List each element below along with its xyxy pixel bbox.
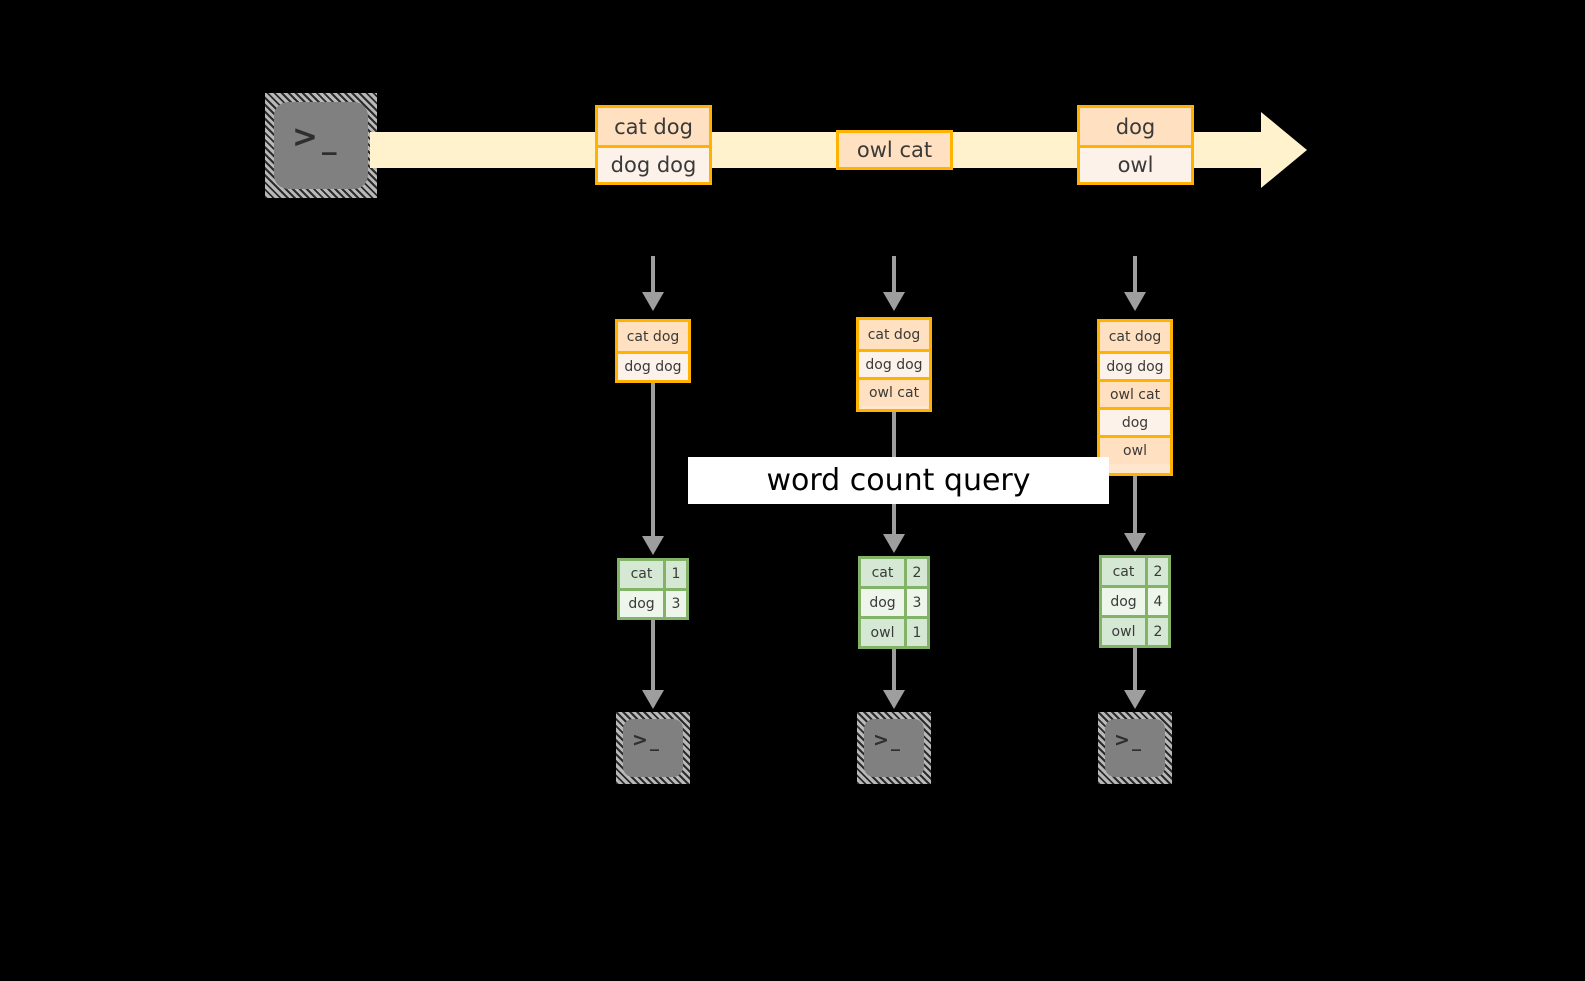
snapshot-2-row-1-count: 2 bbox=[907, 559, 927, 586]
snapshot-2-inflow-arrowhead bbox=[883, 292, 905, 311]
snapshot-1-inflow-arrowhead bbox=[642, 292, 664, 311]
terminal-prompt-cursor: _ bbox=[891, 731, 901, 752]
snapshot-1-sink-arrowhead bbox=[642, 690, 664, 709]
snapshot-1-buffer-line-2: dog dog bbox=[618, 351, 688, 380]
terminal-prompt-chevron: > bbox=[292, 119, 319, 155]
snapshot-3-count-table: cat 2 dog 4 owl 2 bbox=[1099, 555, 1171, 648]
snapshot-1-row-2-word: dog bbox=[620, 590, 666, 617]
source-terminal-icon: > _ bbox=[265, 93, 377, 198]
snapshot-3-row-1-word: cat bbox=[1102, 558, 1148, 585]
terminal-prompt-chevron: > bbox=[1114, 729, 1131, 751]
snapshot-2-row-2-count: 3 bbox=[907, 589, 927, 616]
snapshot-1-row-2-count: 3 bbox=[666, 590, 686, 617]
snapshot-3-query-line bbox=[1133, 476, 1137, 535]
terminal-screen: > _ bbox=[1105, 719, 1165, 777]
snapshot-3-query-arrowhead bbox=[1124, 533, 1146, 552]
terminal-prompt-cursor: _ bbox=[650, 731, 660, 752]
terminal-prompt-chevron: > bbox=[632, 729, 649, 751]
snapshot-2-buffer-line-2: dog dog bbox=[859, 349, 929, 377]
snapshot-1-sink-line bbox=[651, 620, 655, 692]
table-row: cat 2 bbox=[1102, 558, 1168, 585]
snapshot-3-inflow-dashed-line bbox=[1133, 256, 1137, 294]
snapshot-3-row-2-word: dog bbox=[1102, 588, 1148, 615]
stream-event-3: dog owl bbox=[1077, 105, 1194, 185]
snapshot-2-inflow-dashed-line bbox=[892, 256, 896, 294]
snapshot-3-row-1-count: 2 bbox=[1148, 558, 1168, 585]
snapshot-2-sink-arrowhead bbox=[883, 690, 905, 709]
snapshot-3-row-3-word: owl bbox=[1102, 618, 1148, 645]
stream-event-3-line-1: dog bbox=[1080, 108, 1191, 145]
terminal-prompt-cursor: _ bbox=[322, 121, 338, 155]
table-row: cat 2 bbox=[861, 559, 927, 586]
stream-event-1-line-1: cat dog bbox=[598, 108, 709, 145]
snapshot-1-buffer-line-1: cat dog bbox=[618, 322, 688, 351]
snapshot-3-row-3-count: 2 bbox=[1148, 618, 1168, 645]
snapshot-2-row-2-word: dog bbox=[861, 589, 907, 616]
snapshot-3-row-2-count: 4 bbox=[1148, 588, 1168, 615]
snapshot-3-sink-line bbox=[1133, 648, 1137, 692]
snapshot-1-query-line bbox=[651, 383, 655, 538]
event-stream-arrow-head bbox=[1261, 112, 1307, 188]
stream-event-3-line-2: owl bbox=[1080, 145, 1191, 182]
snapshot-3-buffer-line-2: dog dog bbox=[1100, 351, 1170, 379]
snapshot-2-count-table: cat 2 dog 3 owl 1 bbox=[858, 556, 930, 649]
table-row: owl 1 bbox=[861, 616, 927, 646]
terminal-screen: > _ bbox=[864, 719, 924, 777]
snapshot-1-row-1-word: cat bbox=[620, 561, 666, 588]
stream-event-1-line-2: dog dog bbox=[598, 145, 709, 182]
snapshot-3-sink-terminal-icon: > _ bbox=[1098, 712, 1172, 784]
snapshot-2-sink-line bbox=[892, 649, 896, 692]
terminal-screen: > _ bbox=[274, 102, 368, 189]
snapshot-1-sink-terminal-icon: > _ bbox=[616, 712, 690, 784]
snapshot-2-query-arrowhead bbox=[883, 534, 905, 553]
snapshot-2-buffer-line-3: owl cat bbox=[859, 377, 929, 406]
snapshot-1-count-table: cat 1 dog 3 bbox=[617, 558, 689, 620]
snapshot-3-inflow-arrowhead bbox=[1124, 292, 1146, 311]
snapshot-2-buffer: cat dog dog dog owl cat bbox=[856, 317, 932, 412]
snapshot-3-buffer-line-5: owl bbox=[1100, 435, 1170, 464]
snapshot-2-row-1-word: cat bbox=[861, 559, 907, 586]
snapshot-3-sink-arrowhead bbox=[1124, 690, 1146, 709]
terminal-screen: > _ bbox=[623, 719, 683, 777]
snapshot-2-buffer-line-1: cat dog bbox=[859, 320, 929, 349]
word-count-query-banner: word count query bbox=[688, 457, 1109, 504]
table-row: cat 1 bbox=[620, 561, 686, 588]
snapshot-3-buffer-line-3: owl cat bbox=[1100, 379, 1170, 407]
table-row: dog 4 bbox=[1102, 585, 1168, 615]
table-row: dog 3 bbox=[620, 587, 686, 617]
snapshot-3-buffer: cat dog dog dog owl cat dog owl bbox=[1097, 319, 1173, 476]
table-row: owl 2 bbox=[1102, 615, 1168, 645]
snapshot-3-buffer-line-4: dog bbox=[1100, 407, 1170, 435]
snapshot-1-inflow-dashed-line bbox=[651, 256, 655, 294]
snapshot-2-row-3-word: owl bbox=[861, 619, 907, 646]
terminal-prompt-chevron: > bbox=[873, 729, 890, 751]
snapshot-2-sink-terminal-icon: > _ bbox=[857, 712, 931, 784]
stream-event-2-line-1: owl cat bbox=[839, 133, 950, 167]
snapshot-1-row-1-count: 1 bbox=[666, 561, 686, 588]
snapshot-1-query-arrowhead bbox=[642, 536, 664, 555]
terminal-prompt-cursor: _ bbox=[1132, 731, 1142, 752]
table-row: dog 3 bbox=[861, 586, 927, 616]
stream-event-2: owl cat bbox=[836, 130, 953, 170]
snapshot-3-buffer-line-1: cat dog bbox=[1100, 322, 1170, 351]
stream-event-1: cat dog dog dog bbox=[595, 105, 712, 185]
snapshot-1-buffer: cat dog dog dog bbox=[615, 319, 691, 383]
snapshot-2-row-3-count: 1 bbox=[907, 619, 927, 646]
